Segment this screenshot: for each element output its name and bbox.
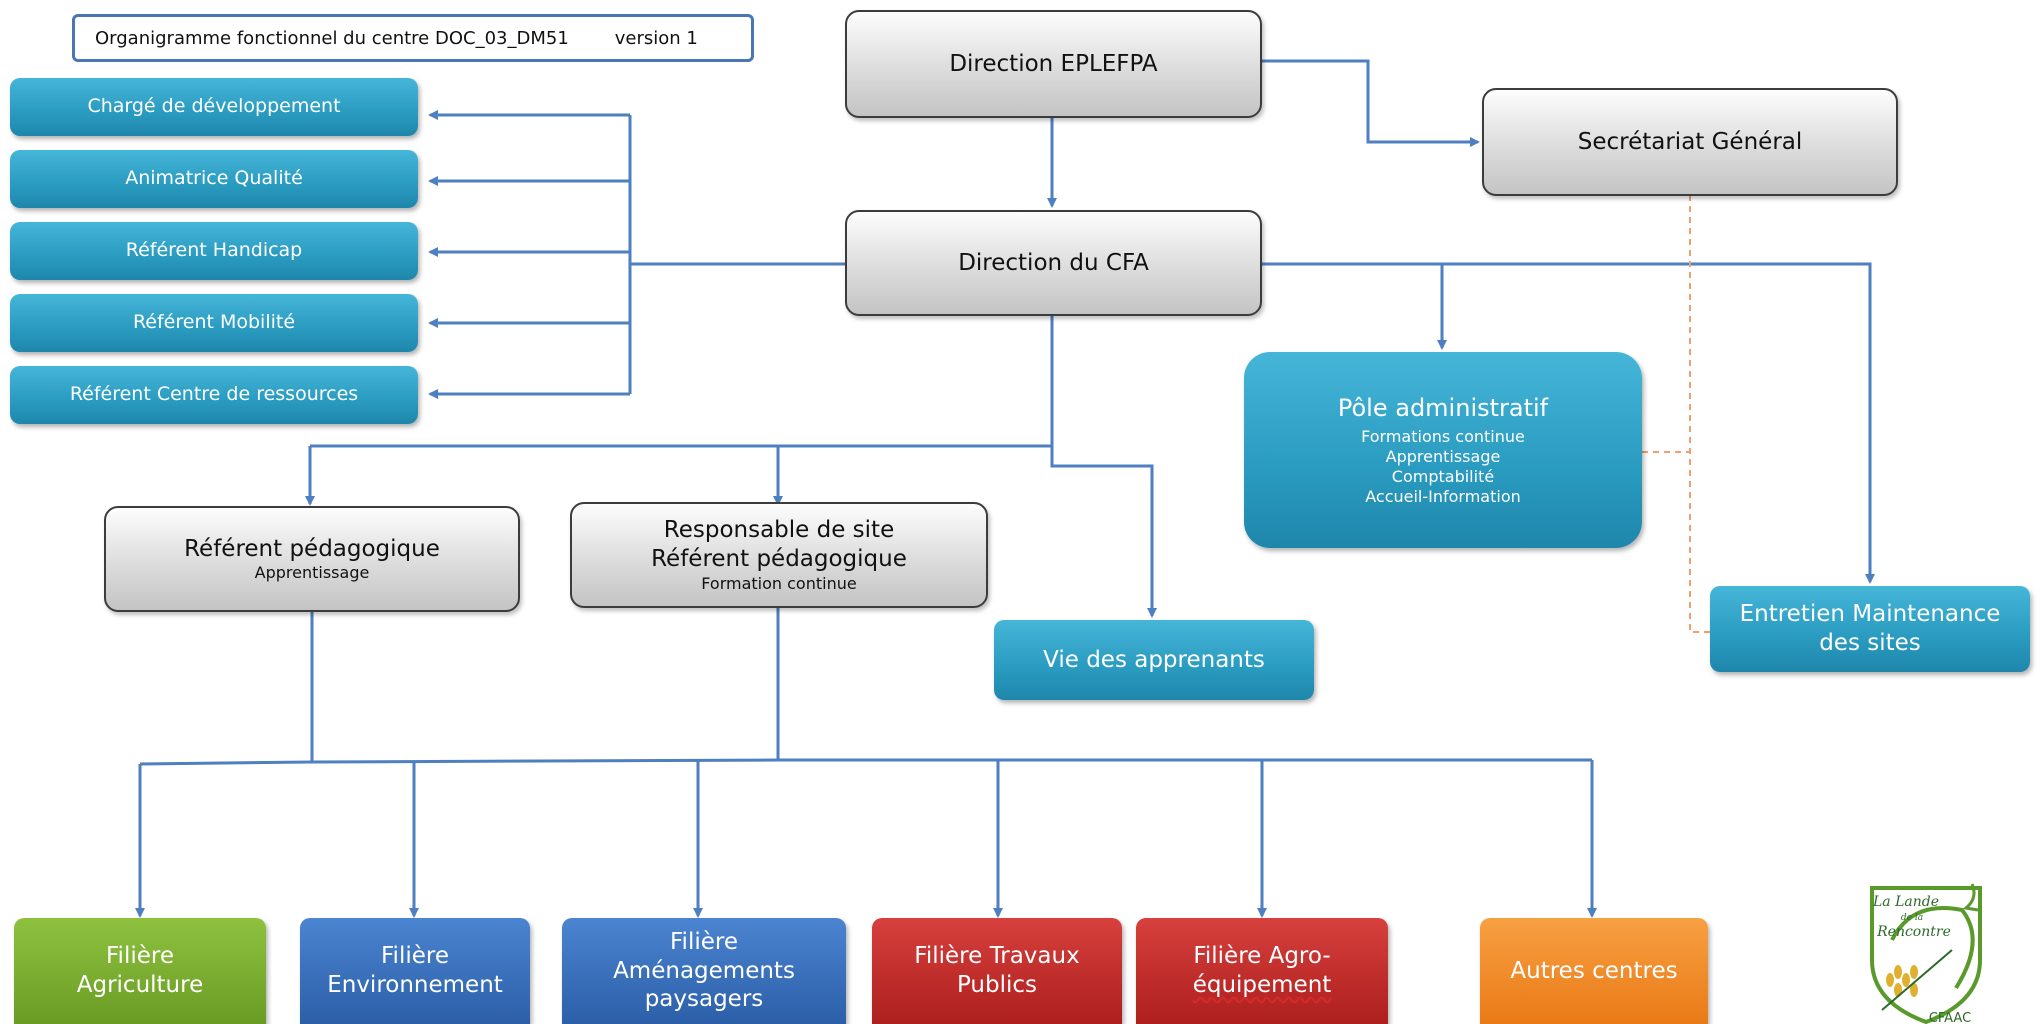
referent-centre-ressources-label: Référent Centre de ressources: [69, 383, 359, 406]
dashed-secretariat-link: [1689, 195, 1710, 633]
referent-handicap-label: Référent Handicap: [125, 239, 303, 262]
filiere-agriculture: Filière Agriculture: [14, 918, 266, 1024]
filiere-line2: Environnement: [327, 972, 503, 998]
entretien-maintenance-line2: des sites: [1819, 630, 1921, 656]
animatrice-qualite: Animatrice Qualité: [10, 150, 418, 208]
entretien-maintenance-line1: Entretien Maintenance: [1739, 601, 2001, 628]
vie-apprenants: Vie des apprenants: [994, 620, 1314, 700]
charge-developpement: Chargé de développement: [10, 78, 418, 136]
filiere-line1: Filière Agro-: [1193, 943, 1331, 970]
referent-mobilite: Référent Mobilité: [10, 294, 418, 352]
pole-item: Apprentissage: [1385, 447, 1501, 466]
pole-administratif: Pôle administratif Formations continue A…: [1244, 352, 1642, 548]
autres-centres-label: Autres centres: [1510, 957, 1678, 984]
logo-text-line1: La Lande: [1872, 894, 1939, 910]
charge-developpement-label: Chargé de développement: [87, 95, 341, 118]
direction-cfa: Direction du CFA: [845, 210, 1262, 316]
filiere-environnement: Filière Environnement: [300, 918, 530, 1024]
logo-text-line2: de la: [1901, 913, 1923, 923]
referent-handicap: Référent Handicap: [10, 222, 418, 280]
document-reference: Organigramme fonctionnel du centre DOC_0…: [72, 14, 754, 62]
la-lande-rencontre-logo: La Lande de la Rencontre CFAAC: [1870, 883, 1982, 1024]
filiere-line1: Filière Travaux: [914, 943, 1080, 970]
filiere-line1: Filière: [106, 943, 174, 970]
pole-item: Comptabilité: [1391, 467, 1495, 486]
logo-text-line3: Rencontre: [1876, 924, 1951, 940]
logo-text-line4: CFAAC: [1929, 1011, 1971, 1024]
filiere-travaux-publics: Filière Travaux Publics: [872, 918, 1122, 1024]
referent-pedagogique-apprentissage: Référent pédagogique Apprentissage: [104, 506, 520, 612]
filiere-line1: Filière: [381, 943, 449, 970]
direction-eplefpa-label: Direction EPLEFPA: [949, 50, 1158, 77]
secretariat-general-label: Secrétariat Général: [1577, 128, 1803, 155]
entretien-maintenance: Entretien Maintenance des sites: [1710, 586, 2030, 672]
document-version: version 1: [614, 27, 698, 49]
filiere-line2: Publics: [956, 972, 1038, 998]
autres-centres: Autres centres: [1480, 918, 1708, 1024]
filiere-line3: paysagers: [644, 986, 764, 1013]
responsable-site-line2: Référent pédagogique: [651, 546, 907, 572]
pole-administratif-title: Pôle administratif: [1337, 394, 1549, 422]
pole-item: Accueil-Information: [1365, 487, 1521, 506]
filiere-line2: équipement: [1192, 972, 1332, 998]
vie-apprenants-label: Vie des apprenants: [1043, 646, 1265, 673]
filiere-line1: Filière: [670, 928, 738, 955]
responsable-site: Responsable de site Référent pédagogique…: [570, 502, 988, 608]
direction-eplefpa: Direction EPLEFPA: [845, 10, 1262, 118]
pole-item: Formations continue: [1361, 427, 1525, 446]
direction-cfa-label: Direction du CFA: [958, 249, 1149, 276]
filiere-agro-equipement: Filière Agro- équipement: [1136, 918, 1388, 1024]
filiere-line2: Aménagements: [613, 957, 795, 984]
responsable-site-sub: Formation continue: [701, 573, 857, 593]
referent-pedagogique-sub: Apprentissage: [254, 563, 370, 583]
referent-mobilite-label: Référent Mobilité: [132, 311, 296, 334]
animatrice-qualite-label: Animatrice Qualité: [125, 167, 303, 190]
referent-pedagogique-title: Référent pédagogique: [184, 535, 440, 562]
filiere-amenagements-paysagers: Filière Aménagements paysagers: [562, 918, 846, 1024]
responsable-site-line1: Responsable de site: [663, 517, 895, 544]
arrow-eplefpa-secretariat: [1262, 59, 1480, 147]
document-title: Organigramme fonctionnel du centre DOC_0…: [95, 27, 569, 49]
line-cfa-right: [1262, 262, 1875, 584]
secretariat-general: Secrétariat Général: [1482, 88, 1898, 196]
filiere-line2: Agriculture: [76, 972, 204, 998]
arrow-vie-apprenants: [1050, 446, 1157, 618]
referent-centre-ressources: Référent Centre de ressources: [10, 366, 418, 424]
bus-filieres: [139, 758, 1592, 766]
